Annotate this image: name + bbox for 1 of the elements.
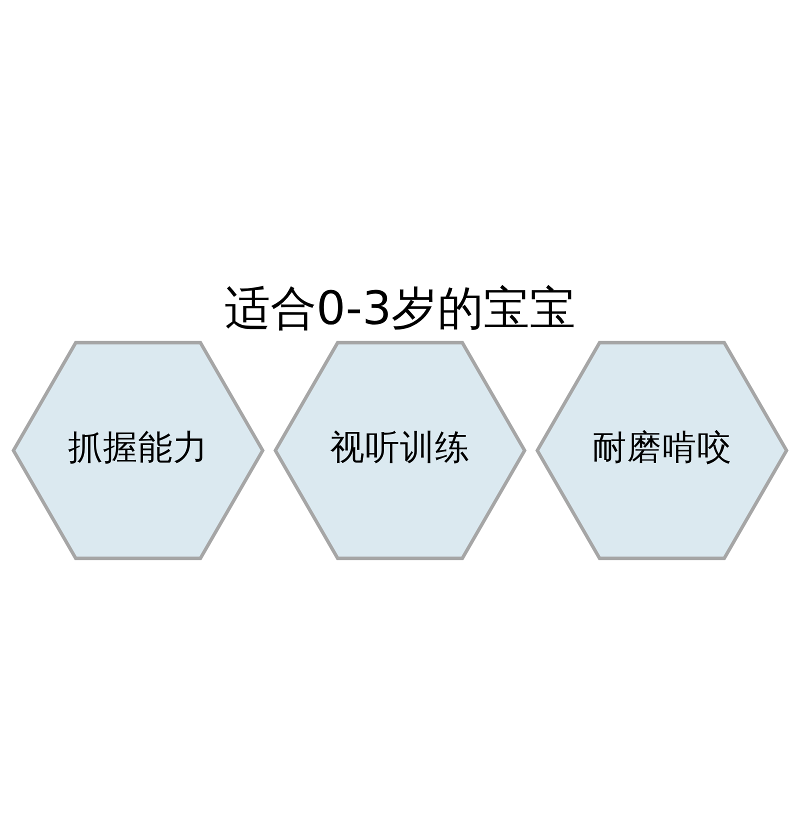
diagram-title: 适合0-3岁的宝宝 (224, 280, 576, 335)
